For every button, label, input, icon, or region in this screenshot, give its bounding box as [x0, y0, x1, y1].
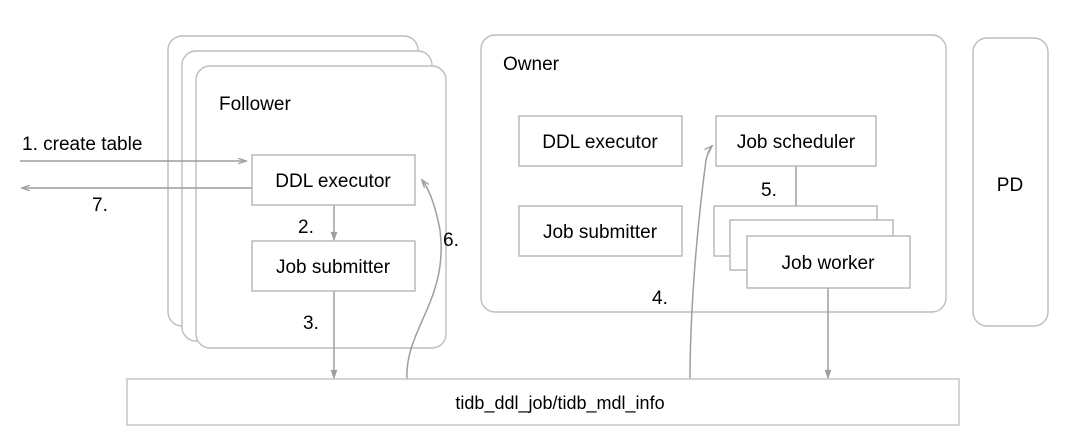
step-label-6: 6.	[443, 230, 459, 251]
owner-job-submitter-label: Job submitter	[543, 222, 658, 243]
owner-job-worker-label: Job worker	[782, 253, 876, 274]
step-label-7: 7.	[92, 195, 108, 216]
owner-job-scheduler-rect[interactable]	[715, 115, 877, 167]
ddl-job-table[interactable]: tidb_ddl_job/tidb_mdl_info	[126, 378, 960, 426]
owner-job-submitter-box[interactable]: Job submitter	[518, 205, 683, 257]
pd-panel: PD	[972, 37, 1049, 327]
pd-panel-rect[interactable]	[972, 37, 1049, 327]
connector-step-4	[689, 146, 712, 381]
follower-ddl-executor-label: DDL executor	[275, 171, 391, 192]
owner-job-worker-stack: Job worker	[713, 205, 911, 289]
step-label-4: 4.	[652, 288, 668, 309]
step-label-2: 2.	[298, 217, 314, 238]
follower-job-submitter-rect[interactable]	[251, 240, 416, 292]
owner-ddl-executor-label: DDL executor	[542, 132, 658, 153]
owner-job-scheduler-label: Job scheduler	[737, 132, 856, 153]
pd-panel-label: PD	[997, 175, 1023, 196]
ddl-job-table-label: tidb_ddl_job/tidb_mdl_info	[455, 393, 664, 414]
owner-job-scheduler-box[interactable]: Job scheduler	[715, 115, 877, 167]
follower-panel-title: Follower	[219, 94, 291, 115]
step-label-5: 5.	[761, 180, 777, 201]
ddl-job-table-rect[interactable]	[126, 378, 960, 426]
owner-job-submitter-rect[interactable]	[518, 205, 683, 257]
step-label-3: 3.	[303, 313, 319, 334]
owner-ddl-executor-rect[interactable]	[518, 115, 683, 167]
follower-ddl-executor-rect[interactable]	[251, 154, 416, 206]
follower-job-submitter-label: Job submitter	[276, 257, 391, 278]
owner-ddl-executor-box[interactable]: DDL executor	[518, 115, 683, 167]
follower-ddl-executor-box[interactable]: DDL executor	[251, 154, 416, 206]
owner-panel-title: Owner	[503, 54, 560, 75]
follower-job-submitter-box[interactable]: Job submitter	[251, 240, 416, 292]
connector-step-6	[406, 180, 442, 381]
owner-job-worker-rect-front[interactable]	[746, 235, 911, 289]
step-label-1: 1. create table	[22, 134, 142, 155]
